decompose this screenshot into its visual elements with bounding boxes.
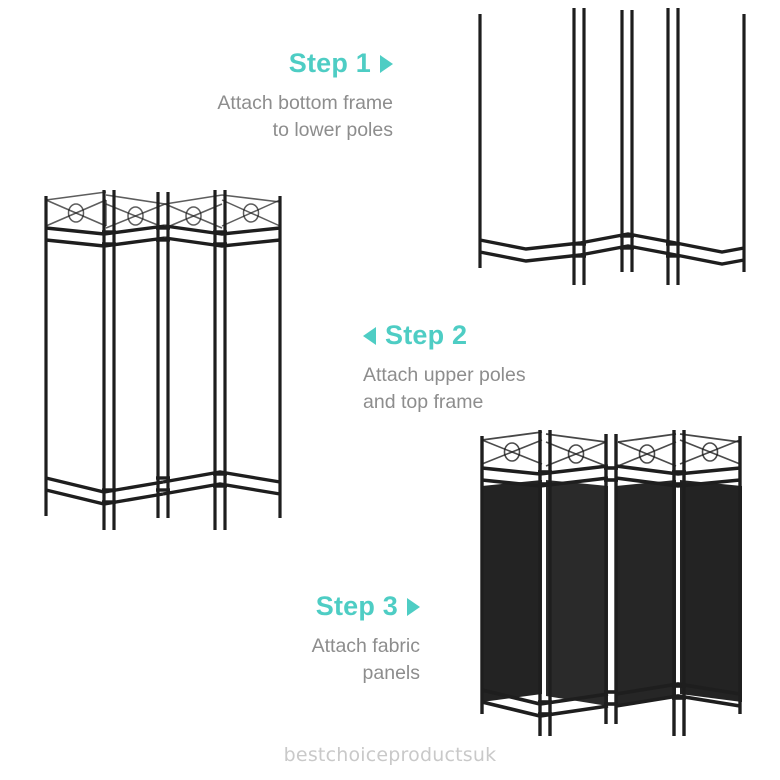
illustration-step-1-lower-frame xyxy=(478,8,746,285)
arrow-left-icon xyxy=(363,326,376,345)
step-3-heading: Step 3 xyxy=(160,593,420,620)
step-2-description: Attach upper poles and top frame xyxy=(363,364,526,413)
arrow-right-icon xyxy=(407,597,420,616)
watermark: bestchoiceproductsuk xyxy=(283,744,497,766)
step-3-title: Step 3 xyxy=(315,591,398,621)
arrow-right-icon xyxy=(380,54,393,73)
step-1-heading: Step 1 xyxy=(118,50,393,77)
step-1-description: Attach bottom frame to lower poles xyxy=(217,92,393,141)
step-2-heading: Step 2 xyxy=(363,322,653,349)
illustration-step-3-fabric-panels xyxy=(480,430,742,736)
step-2-caption: Step 2 Attach upper poles and top frame xyxy=(363,322,653,416)
step-2-title: Step 2 xyxy=(385,320,468,350)
step-3-caption: Step 3 Attach fabric panels xyxy=(160,593,420,687)
step-1-title: Step 1 xyxy=(288,48,371,78)
fabric-panel-group xyxy=(482,480,742,706)
illustration-step-2-full-frame xyxy=(44,190,282,530)
step-1-caption: Step 1 Attach bottom frame to lower pole… xyxy=(118,50,393,144)
step-3-description: Attach fabric panels xyxy=(311,635,420,684)
